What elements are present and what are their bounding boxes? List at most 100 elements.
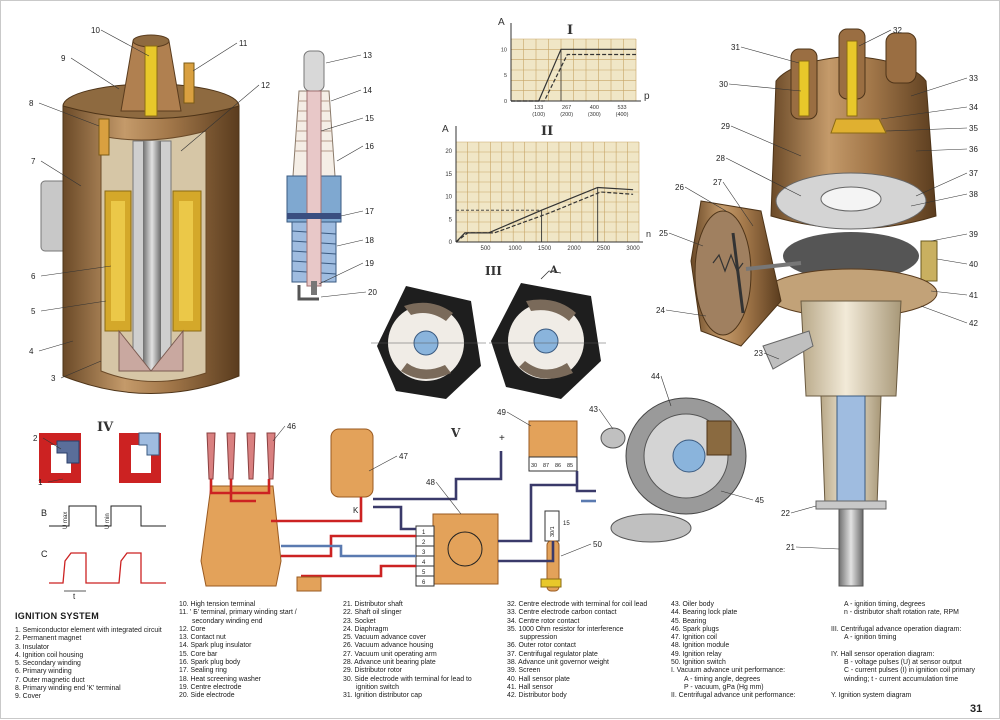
legend-entry: 14. Spark plug insulator <box>179 642 252 650</box>
callout-28: 28 <box>716 154 725 163</box>
legend-entry: 3. Insulator <box>15 643 50 651</box>
chart-2-ytick-0: 0 <box>449 240 453 246</box>
callout-leader-18 <box>336 239 364 247</box>
callout-leader-21 <box>795 546 840 550</box>
callout-47: 47 <box>399 452 408 461</box>
chart-1-ytick-2: 10 <box>501 47 507 53</box>
legend-entry: n - distributor shaft rotation rate, RPM <box>844 609 959 617</box>
chart-2-xtick-5: 3000 <box>626 246 640 252</box>
callout-leader-22 <box>790 505 817 514</box>
callout-leader-48 <box>435 481 462 515</box>
legend-entry: 42. Distributor body <box>507 692 567 700</box>
callout-leader-27 <box>722 181 754 227</box>
callout-21: 21 <box>786 543 795 552</box>
callout-26: 26 <box>675 183 684 192</box>
legend-entry: 17. Sealing ring <box>179 667 227 675</box>
callout-leader-36 <box>915 148 968 152</box>
legend-entry: 41. Hall sensor <box>507 683 553 691</box>
hall-sensor <box>920 240 938 282</box>
legend-entry: 25. Vacuum advance cover <box>343 634 426 642</box>
diagram-3-label: III <box>485 264 502 278</box>
legend-entry: 50. Ignition switch <box>671 659 726 667</box>
callout-leader-24 <box>665 309 707 317</box>
legend-entry: 38. Advance unit governor weight <box>507 659 609 667</box>
module-pin-2: 2 <box>422 540 426 546</box>
legend-entry: 29. Distributor rotor <box>343 667 402 675</box>
callout-30: 30 <box>719 80 728 89</box>
chart-2-ytick-1: 5 <box>449 217 453 223</box>
diagram-3-angle-label: A <box>549 265 558 276</box>
callout-15: 15 <box>365 114 374 123</box>
callout-7: 7 <box>31 157 36 166</box>
legend-entry: 37. Centrifugal regulator plate <box>507 650 598 658</box>
legend-entry: 31. Ignition distributor cap <box>343 692 422 700</box>
callout-leader-17 <box>340 210 364 217</box>
distributor-rotor <box>830 118 887 134</box>
callout-41: 41 <box>969 291 978 300</box>
chart-2-ylabel: A <box>442 124 449 135</box>
accumulation-time-label: t <box>73 592 76 601</box>
legend-entry: B - voltage pulses (U) at sensor output <box>844 659 962 667</box>
callout-leader-23 <box>763 352 780 360</box>
legend-entry: 49. Ignition relay <box>671 650 722 658</box>
legend-entry: 48. Ignition module <box>671 642 730 650</box>
legend-entry: 12. Core <box>179 625 206 633</box>
callout-42: 42 <box>969 319 978 328</box>
high-tension-terminal <box>144 45 158 117</box>
switch-pin-15: 15 <box>563 521 570 527</box>
callout-33: 33 <box>969 74 978 83</box>
chart-2-xlabel: n <box>646 229 651 239</box>
switch-pin-30-1: 30/1 <box>550 526 556 537</box>
hall-screen-right <box>138 432 160 456</box>
legend-entry: 24. Diaphragm <box>343 625 389 633</box>
waveform-b <box>49 505 166 527</box>
legend-entry: 13. Contact nut <box>179 634 226 642</box>
contact-nut <box>303 50 325 92</box>
callout-leader-8 <box>38 102 100 127</box>
legend-entry: 1. Semiconductor element with integrated… <box>15 627 162 634</box>
waveform-c <box>49 552 166 584</box>
legend-entry: 40. Hall sensor plate <box>507 675 570 683</box>
centre-electrode-terminal <box>846 40 858 117</box>
chart-1-ytick-0: 0 <box>504 99 507 105</box>
callout-leader-14 <box>330 89 362 102</box>
closeup-oiler-body <box>610 513 692 543</box>
chart-1-ylabel: A <box>498 17 505 28</box>
callout-leader-34 <box>880 106 968 120</box>
callout-leader-33 <box>910 77 968 97</box>
legend-entry: 27. Vacuum unit operating arm <box>343 650 437 658</box>
ignition-coil-drawing <box>40 34 240 394</box>
side-electrode-terminal <box>798 60 810 117</box>
legend-entry: 2. Permanent magnet <box>15 635 82 643</box>
legend-entry: 21. Distributor shaft <box>343 601 403 608</box>
callout-24: 24 <box>656 306 665 315</box>
callout-2: 2 <box>33 434 38 443</box>
callout-leader-37 <box>915 172 968 197</box>
callout-35: 35 <box>969 124 978 133</box>
closeup-hall-sensor <box>706 420 732 456</box>
legend-entry: 5. Secondary winding <box>15 660 81 668</box>
chart-1-xtick-1: 267 <box>562 105 571 111</box>
callout-49: 49 <box>497 408 506 417</box>
chart-1-xtick-sub-2: (300) <box>588 112 601 118</box>
callout-leader-3 <box>60 360 102 379</box>
chart-1-xlabel: p <box>644 91 650 102</box>
callout-leader-10 <box>100 29 150 57</box>
legend-entry: 33. Centre electrode carbon contact <box>507 609 617 617</box>
sealing-ring <box>287 213 341 219</box>
callout-leader-31 <box>740 46 800 64</box>
legend-entry: II. Centrifugal advance unit performance… <box>671 692 796 700</box>
wiring <box>209 451 596 578</box>
callout-leader-44 <box>660 375 672 407</box>
shaft-oil-slinger <box>815 500 887 510</box>
callout-leader-12 <box>180 84 260 152</box>
legend-column-1: 1. Semiconductor element with integrated… <box>15 627 162 702</box>
chart-2-ytick-3: 15 <box>445 172 452 178</box>
b-terminal <box>183 62 195 104</box>
callout-leader-42 <box>920 305 968 324</box>
relay-pin-87: 87 <box>543 463 549 469</box>
